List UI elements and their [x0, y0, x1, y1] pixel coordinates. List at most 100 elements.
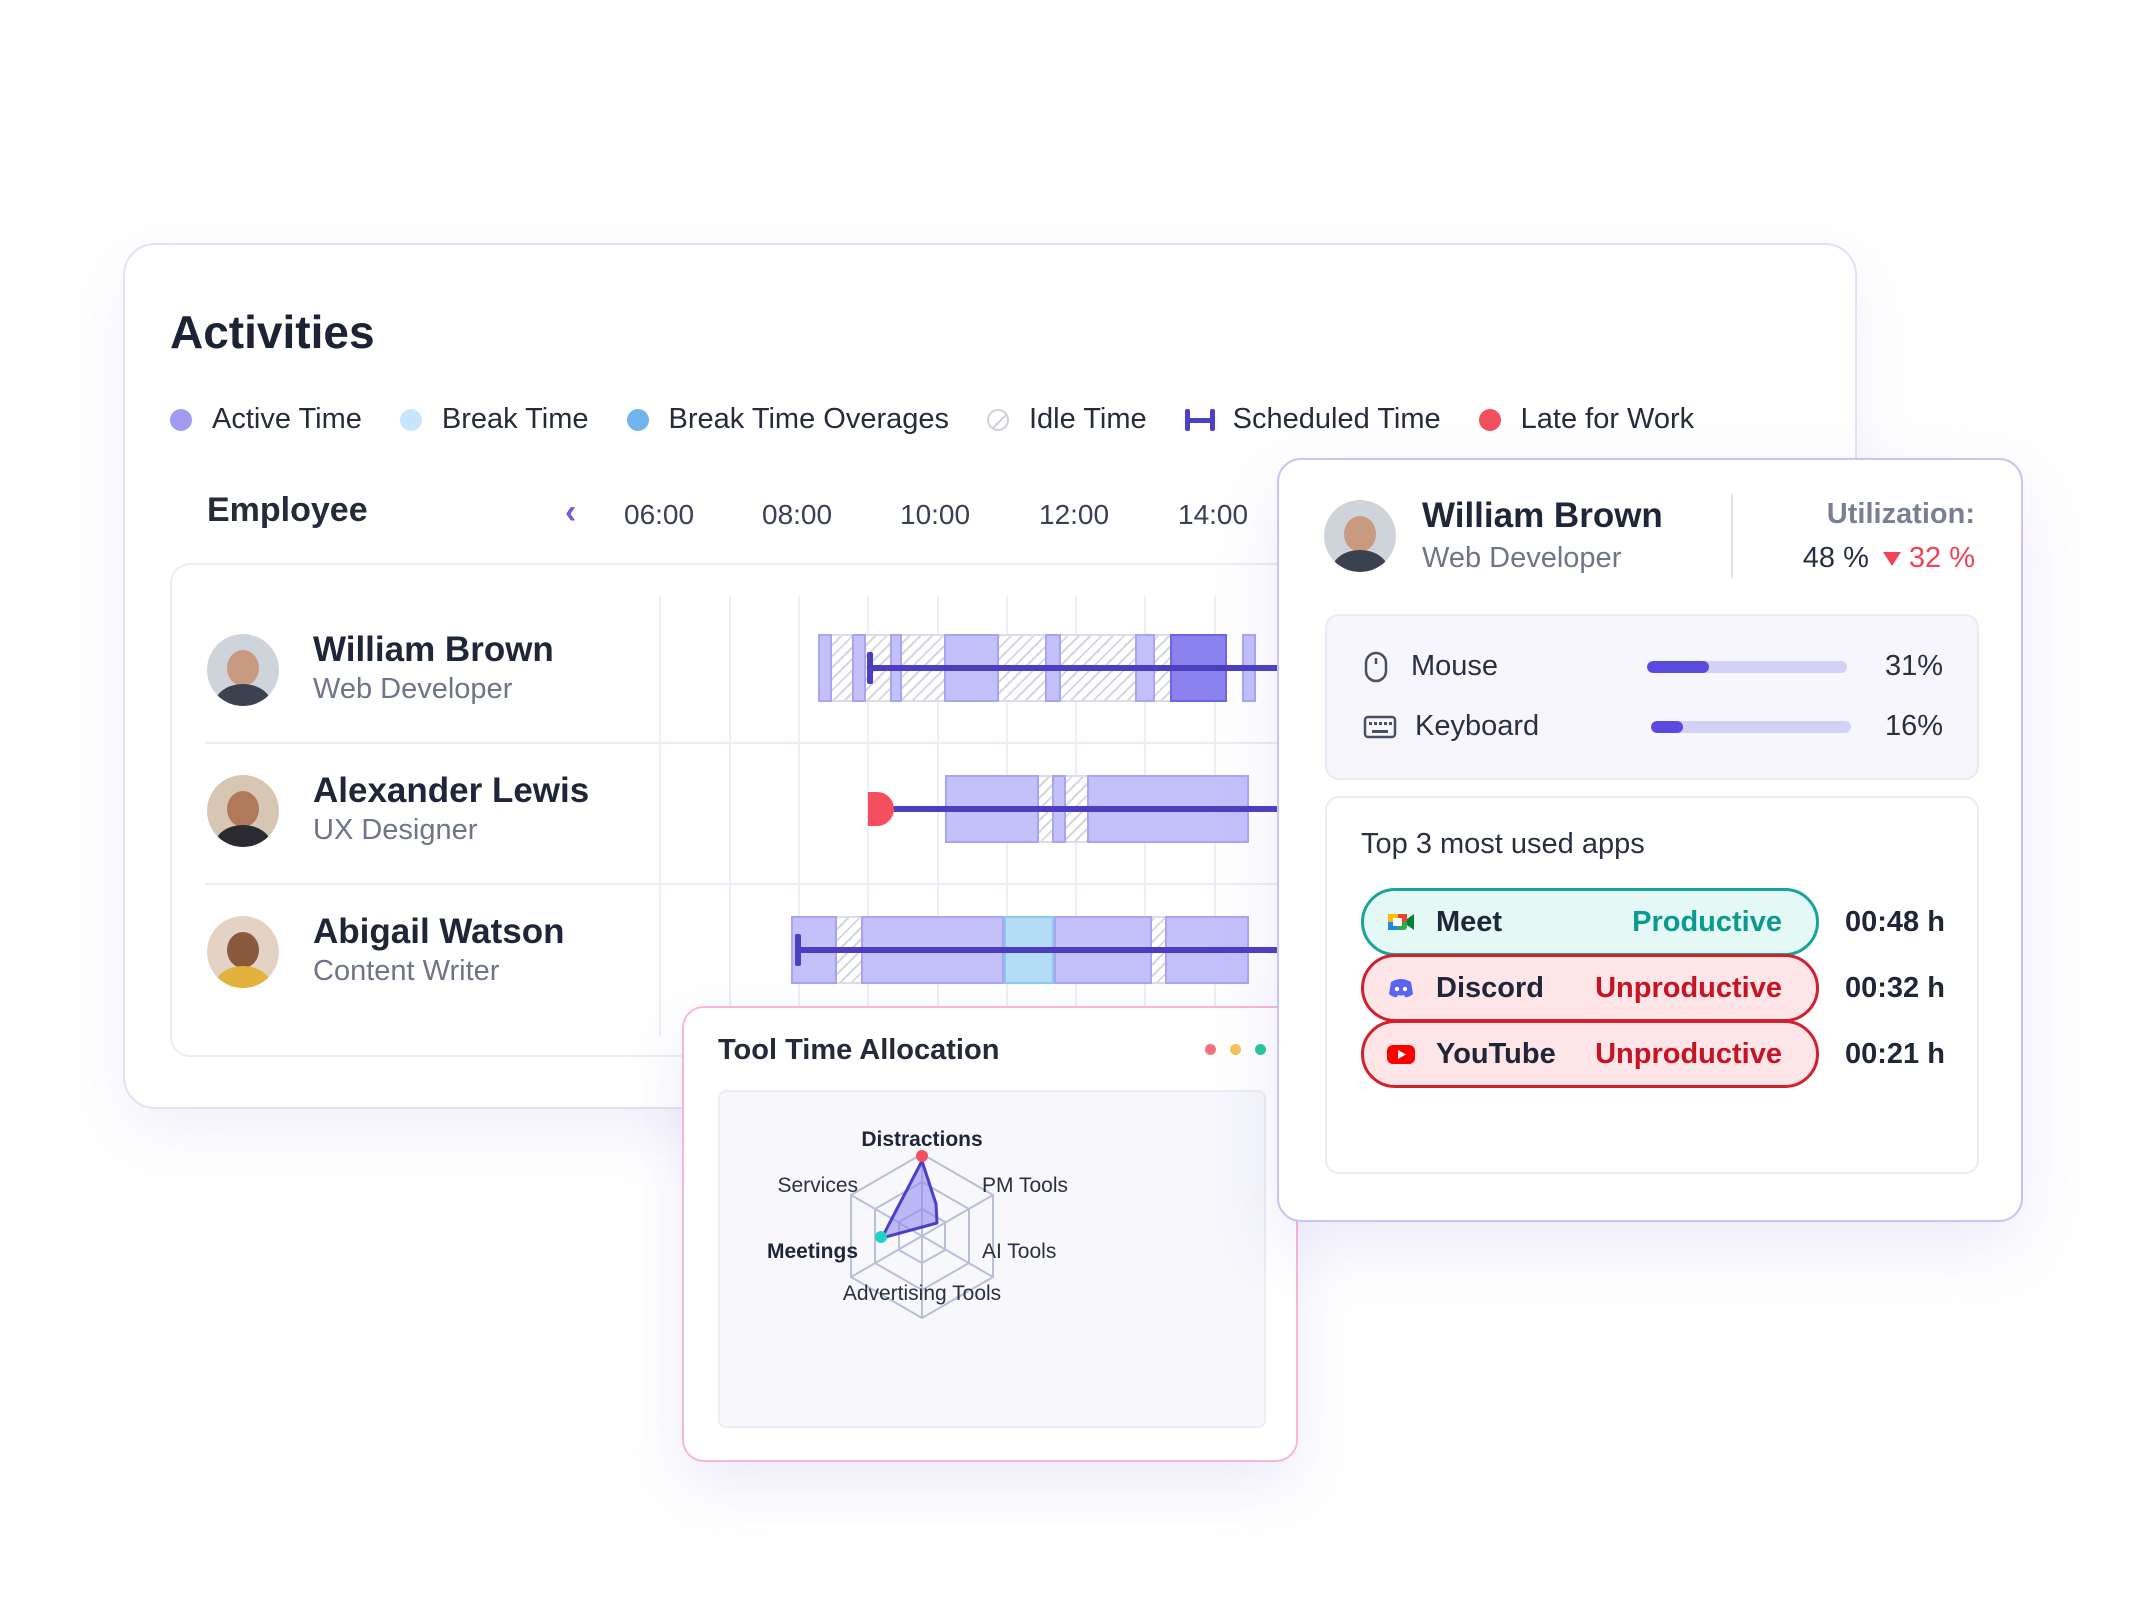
- app-status-badge: Unproductive: [1595, 971, 1782, 1004]
- mouse-icon: [1364, 651, 1388, 682]
- legend-break-time: Break Time: [399, 403, 589, 436]
- radar-point-distractions: [916, 1150, 928, 1162]
- break-time-swatch: [399, 408, 422, 431]
- axis-label-meetings: Meetings: [767, 1240, 858, 1263]
- idle-time-swatch: [987, 408, 1009, 431]
- input-activity-panel: Mouse 31% Keyboard 16%: [1325, 614, 1979, 780]
- legend-break-overages: Break Time Overages: [626, 403, 949, 436]
- legend-label: Late for Work: [1520, 403, 1695, 435]
- card-title: Tool Time Allocation: [718, 1034, 1000, 1066]
- utilization-label: Utilization:: [1826, 498, 1975, 530]
- axis-label-distractions: Distractions: [861, 1128, 982, 1151]
- input-percentage: 16%: [1884, 710, 1943, 742]
- legend-label: Active Time: [212, 403, 362, 435]
- divider: [1731, 494, 1733, 578]
- active-time-bar: [818, 634, 832, 702]
- app-usage-time: 00:48 h: [1845, 905, 1945, 938]
- app-row-meet[interactable]: Meet Productive 00:48 h: [1361, 888, 1945, 956]
- page-title: Activities: [170, 306, 375, 358]
- hour-label: 08:00: [762, 499, 833, 530]
- hour-label: 14:00: [1178, 499, 1249, 530]
- window-dots[interactable]: [1205, 1044, 1266, 1055]
- axis-label-advertising-tools: Advertising Tools: [843, 1282, 1001, 1305]
- app-usage-time: 00:32 h: [1845, 971, 1945, 1004]
- timeline-gridline: [937, 596, 939, 1036]
- radar-data-area: [880, 1159, 939, 1240]
- legend-label: Scheduled Time: [1232, 403, 1441, 435]
- employee-role: UX Designer: [313, 814, 478, 847]
- employee-role: Content Writer: [313, 955, 500, 988]
- employee-role: Web Developer: [313, 673, 513, 706]
- avatar: [1324, 500, 1396, 572]
- google-meet-icon: [1388, 914, 1414, 930]
- trend-down-icon: [1882, 551, 1901, 566]
- legend-label: Break Time: [441, 403, 589, 435]
- app-name: Meet: [1436, 905, 1503, 938]
- discord-icon: [1389, 979, 1413, 998]
- progress-fill: [1647, 660, 1709, 673]
- input-percentage: 31%: [1884, 650, 1943, 682]
- app-pill[interactable]: YouTube Unproductive: [1361, 1020, 1819, 1088]
- employee-column-header: Employee: [207, 491, 368, 529]
- avatar: [207, 774, 279, 847]
- youtube-icon: [1387, 1045, 1415, 1064]
- input-row-mouse: Mouse 31%: [1363, 650, 1943, 683]
- employee-row-alexander-lewis[interactable]: Alexander Lewis UX Designer: [207, 771, 589, 850]
- chevron-left-icon[interactable]: ‹: [565, 493, 577, 531]
- app-row-discord[interactable]: Discord Unproductive 00:32 h: [1361, 954, 1945, 1022]
- keyboard-progress-bar: [1651, 720, 1851, 733]
- axis-label-services: Services: [777, 1174, 858, 1197]
- apps-title: Top 3 most used apps: [1361, 828, 1645, 860]
- app-name: YouTube: [1436, 1037, 1556, 1070]
- timeline-gridline: [798, 596, 800, 1036]
- radar-point-meetings: [875, 1231, 887, 1243]
- row-divider: [205, 742, 1435, 744]
- app-pill[interactable]: Discord Unproductive: [1361, 954, 1819, 1022]
- employee-name: Alexander Lewis: [313, 771, 590, 810]
- active-time-swatch: [170, 408, 192, 431]
- employee-name: Abigail Watson: [313, 912, 565, 951]
- progress-fill: [1651, 720, 1683, 733]
- app-usage-time: 00:21 h: [1845, 1037, 1945, 1070]
- input-label: Mouse: [1411, 650, 1499, 682]
- app-status-badge: Productive: [1632, 905, 1782, 938]
- scheduled-time-line: [797, 947, 1279, 953]
- scheduled-time-start: [795, 934, 801, 966]
- legend-idle-time: Idle Time: [987, 403, 1147, 436]
- scheduled-time-icon: [1184, 408, 1215, 431]
- employee-row-william-brown[interactable]: William Brown Web Developer: [207, 630, 554, 709]
- legend-scheduled-time: Scheduled Time: [1184, 403, 1441, 436]
- app-row-youtube[interactable]: YouTube Unproductive 00:21 h: [1361, 1020, 1945, 1088]
- legend-late-for-work: Late for Work: [1478, 403, 1695, 436]
- radar-chart-panel: Distractions PM Tools AI Tools Advertisi…: [718, 1090, 1266, 1428]
- legend-label: Idle Time: [1029, 403, 1147, 435]
- employee-name: William Brown: [313, 630, 554, 669]
- employee-name: William Brown: [1422, 496, 1663, 535]
- employee-role: Web Developer: [1422, 542, 1622, 574]
- app-pill[interactable]: Meet Productive: [1361, 888, 1819, 956]
- avatar: [207, 633, 279, 706]
- utilization-current: 48 %: [1802, 542, 1869, 574]
- input-row-keyboard: Keyboard 16%: [1363, 710, 1943, 743]
- dot-icon: [1255, 1044, 1266, 1055]
- legend-active-time: Active Time: [170, 403, 362, 436]
- scheduled-time-line: [869, 665, 1279, 671]
- timeline-gridline: [659, 596, 661, 1036]
- timeline-gridline: [729, 596, 731, 1036]
- radar-chart: Distractions PM Tools AI Tools Advertisi…: [767, 1128, 1068, 1320]
- avatar: [207, 915, 279, 988]
- employee-detail-card: William Brown Web Developer Utilization:…: [1277, 458, 2023, 1222]
- utilization-values: 48 % 32 %: [1803, 542, 1975, 575]
- dot-icon: [1205, 1044, 1216, 1055]
- radar-axis: [850, 1194, 994, 1278]
- scheduled-time-start: [867, 652, 873, 684]
- late-for-work-marker: [868, 792, 894, 826]
- hour-label: 12:00: [1039, 499, 1110, 530]
- row-divider: [205, 883, 1435, 885]
- active-time-bar: [852, 634, 866, 702]
- utilization-previous: 32 %: [1908, 542, 1975, 574]
- hour-label: 10:00: [900, 499, 971, 530]
- mouse-progress-bar: [1647, 660, 1847, 673]
- employee-row-abigail-watson[interactable]: Abigail Watson Content Writer: [207, 912, 564, 991]
- legend-label: Break Time Overages: [668, 403, 949, 435]
